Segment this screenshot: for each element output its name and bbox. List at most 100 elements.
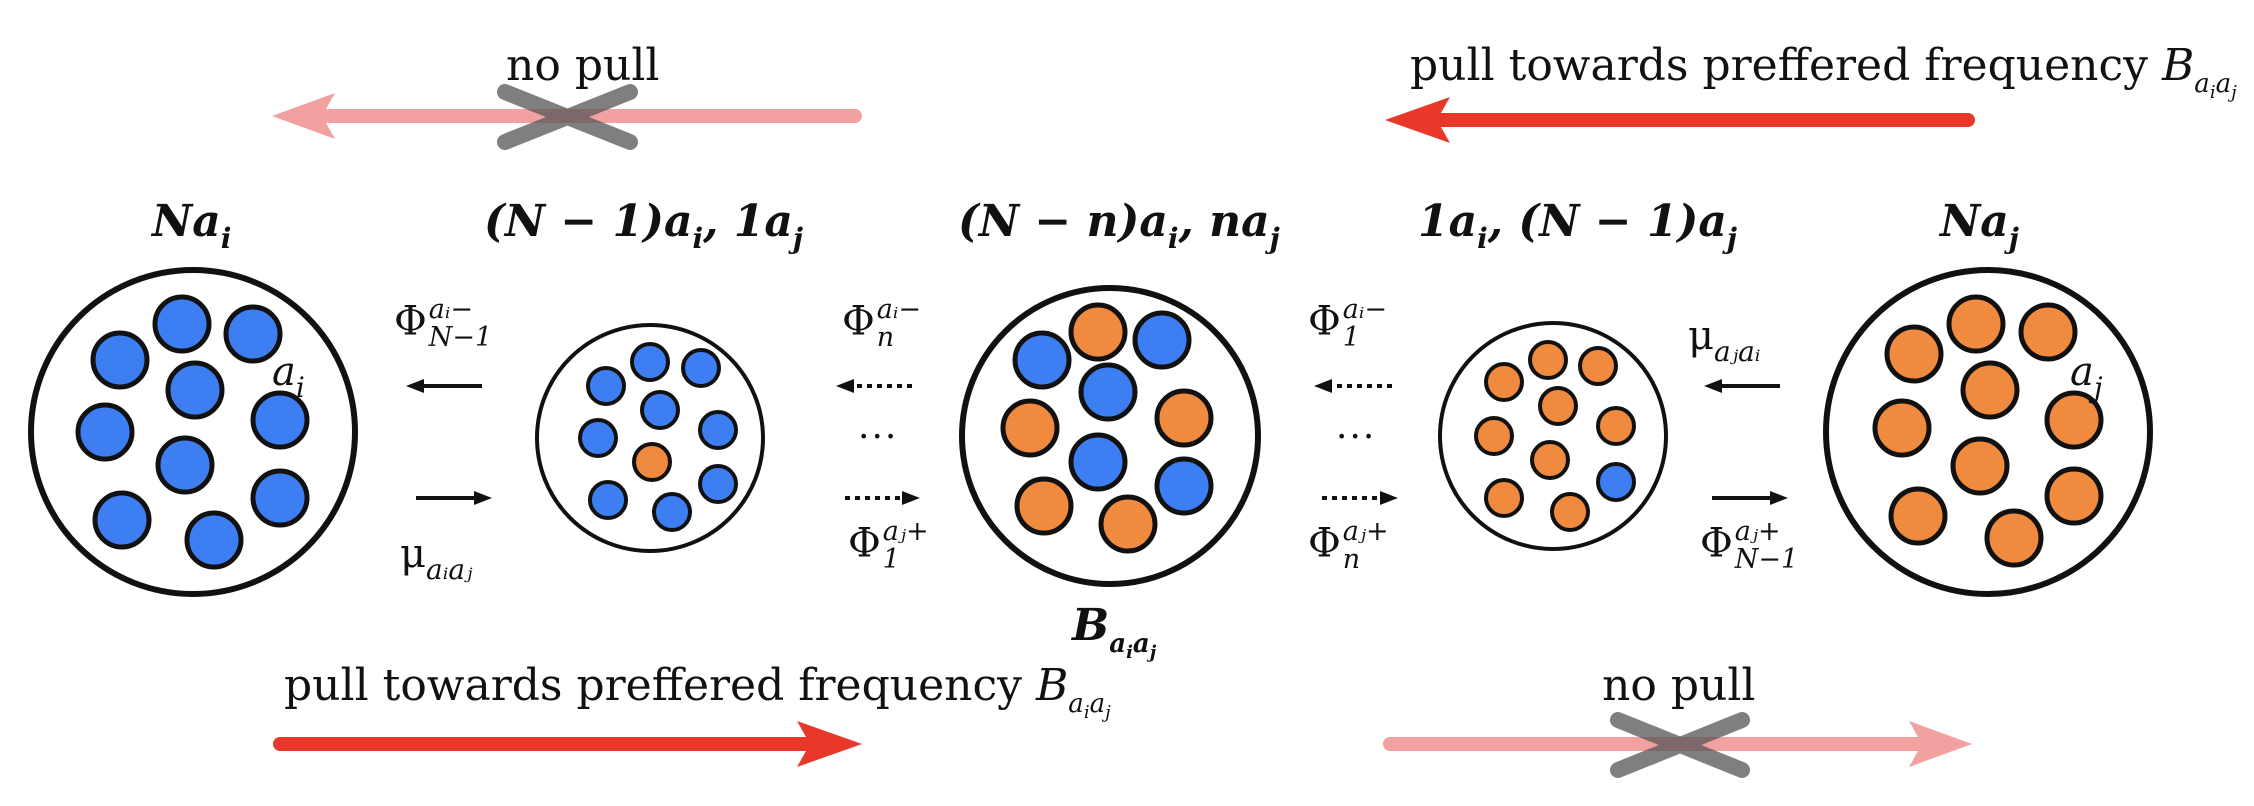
orange-agent-ball (1538, 386, 1578, 426)
state-label-text: Na (1940, 196, 2009, 247)
state-label-text2: , na (1178, 196, 1270, 247)
blue-agent-ball (90, 330, 150, 390)
rate-indices: aᵢ−N−1 (428, 295, 493, 354)
orange-agent-ball (1960, 360, 2020, 420)
arrow-left-1 (406, 379, 482, 393)
rate-indices: aᵢ−1 (1342, 294, 1387, 354)
bottom-left-caption-sub: aiaj (1068, 689, 1111, 724)
blue-agent-ball (630, 342, 670, 382)
ball-label-text: a (272, 349, 296, 395)
orange-agent-ball (2044, 466, 2104, 526)
state-label-sub2: j (1269, 222, 1280, 255)
orange-agent-ball (1000, 398, 1060, 458)
rate-symbol: Φ (1308, 298, 1341, 345)
ball-label-sub: j (2093, 371, 2103, 404)
orange-agent-ball (1014, 476, 1074, 536)
blue-agent-ball (681, 348, 721, 388)
rate-indices: aⱼ+1 (882, 516, 929, 575)
rate-symbol: Φ (842, 298, 875, 345)
blue-agent-ball (698, 464, 738, 504)
arrow-left-4 (1704, 379, 1780, 393)
state-label-sub: i (1477, 222, 1488, 255)
state-label-all-ai: Nai (152, 200, 231, 253)
rate-sub: aⱼaᵢ (1714, 335, 1761, 368)
blue-agent-ball (184, 510, 244, 570)
rate-sub: n (876, 322, 895, 354)
arrow-right-1 (416, 491, 492, 505)
rate-symbol: Φ (848, 520, 881, 567)
blue-agent-ball (1132, 310, 1192, 370)
rate-sub: N−1 (428, 322, 493, 354)
state-label-one-aj: (N − 1)ai, 1aj (484, 200, 803, 253)
blue-agent-ball (223, 304, 283, 364)
top-cross-icon (497, 84, 638, 150)
rate-indices: aⱼ+n (1342, 517, 1389, 576)
orange-agent-ball (1098, 494, 1158, 554)
blue-agent-ball (1068, 432, 1128, 492)
state-label-sub: i (692, 222, 704, 255)
rate-sub: aᵢaⱼ (426, 553, 473, 586)
rate-mu-aiaj: μaᵢaⱼ (400, 534, 472, 584)
arrow-left-3-dotted (1314, 379, 1392, 393)
rate-sup: aᵢ− (1342, 294, 1387, 325)
blue-agent-ball (698, 410, 738, 450)
rate-sub: 1 (1342, 322, 1360, 354)
ball-label-sub: i (295, 371, 305, 404)
orange-agent-ball (1950, 436, 2010, 496)
orange-agent-ball (1474, 416, 1514, 456)
center-b-symbol: B (1072, 600, 1110, 651)
rate-symbol: μ (1688, 313, 1714, 359)
arrow-right-2-dotted (845, 491, 920, 505)
state-label-sub2: j (1726, 222, 1738, 255)
blue-agent-ball (578, 418, 618, 458)
orange-agent-ball (1596, 406, 1636, 446)
blue-agent-ball (155, 435, 215, 495)
bottom-left-caption: pull towards preffered frequency Baiaj (284, 664, 1111, 722)
blue-agent-ball (75, 402, 135, 462)
state-label-n-aj: (N − n)ai, naj (958, 200, 1280, 253)
rate-sup: aⱼ+ (1734, 516, 1781, 547)
blue-agent-ball (652, 492, 692, 532)
orange-agent-ball (1528, 340, 1568, 380)
orange-agent-ball (1530, 440, 1570, 480)
rate-sup: aᵢ− (876, 294, 921, 325)
orange-agent-ball (1872, 398, 1932, 458)
blue-agent-ball (640, 390, 680, 430)
center-b-sub: aiaj (1109, 629, 1157, 664)
state-label-text2: , (N − 1)a (1487, 196, 1727, 247)
rate-symbol: Φ (1700, 520, 1733, 567)
orange-agent-ball (632, 442, 672, 482)
state-label-sub: j (2008, 222, 2019, 255)
rate-symbol: Φ (394, 298, 427, 345)
bottom-right-caption: no pull (1602, 660, 1756, 711)
bottom-left-caption-symbol: B (1035, 660, 1069, 711)
orange-agent-ball (1068, 302, 1128, 362)
rate-sub: n (1342, 544, 1361, 576)
arrow-right-4 (1712, 491, 1788, 505)
bottom-pull-arrow (273, 721, 862, 767)
blue-agent-ball (586, 366, 626, 406)
state-label-sub: i (220, 222, 232, 255)
rate-sup: aⱼ+ (882, 516, 929, 547)
orange-agent-ball (1946, 294, 2006, 354)
state-label-text: (N − n)a (958, 196, 1168, 247)
rate-mu-ajai: μaⱼaᵢ (1688, 313, 1760, 366)
center-b-label: Baiaj (1072, 604, 1156, 662)
blue-agent-ball (588, 480, 628, 520)
orange-agent-ball (1884, 324, 1944, 384)
blue-agent-ball (165, 360, 225, 420)
blue-agent-ball (250, 390, 310, 450)
top-right-caption-text: pull towards preffered frequency (1410, 40, 2162, 91)
blue-agent-ball (1078, 362, 1138, 422)
state-label-text: (N − 1)a (484, 196, 693, 247)
orange-agent-ball (1578, 346, 1618, 386)
state-label-text: Na (152, 196, 221, 247)
orange-agent-ball (1888, 486, 1948, 546)
